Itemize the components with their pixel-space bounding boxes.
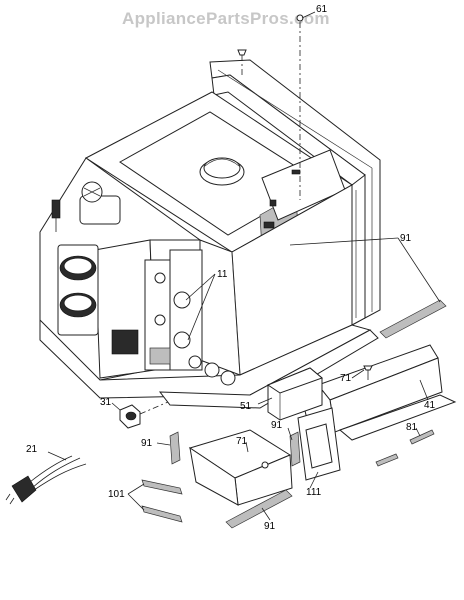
part-101-rails — [141, 479, 183, 523]
callout-labels: 61 91 11 71 51 41 31 91 91 71 81 21 101 … — [26, 4, 436, 532]
part-91-posts — [169, 431, 301, 467]
callout-91-bottom: 91 — [264, 521, 276, 532]
callout-91-mid: 91 — [141, 438, 153, 449]
callout-51: 51 — [240, 401, 252, 412]
callout-91-top: 91 — [400, 233, 412, 244]
center-bracket — [188, 429, 293, 506]
callout-111: 111 — [306, 487, 322, 498]
part-41-cover — [299, 344, 457, 441]
top-screw — [237, 49, 247, 78]
callout-71-right: 71 — [340, 373, 352, 384]
cabinet-frame — [209, 59, 381, 326]
callout-11: 11 — [217, 269, 228, 280]
fan-motor — [51, 181, 121, 232]
callout-81: 81 — [406, 422, 418, 433]
leader-lines — [47, 11, 441, 521]
part-91-rail-bottom — [225, 489, 293, 529]
part-51-box — [266, 367, 323, 421]
transformer — [57, 244, 99, 336]
part-61-screw — [296, 14, 304, 200]
callout-101: 101 — [108, 489, 125, 500]
part-91-rail-right — [379, 299, 447, 339]
callout-61: 61 — [316, 4, 328, 15]
switch-assembly — [111, 249, 203, 371]
part-111-bracket — [297, 407, 341, 481]
callout-21: 21 — [26, 444, 38, 455]
chassis-top — [85, 91, 353, 286]
callout-91-right: 91 — [271, 420, 283, 431]
watermark-text: AppliancePartsPros.com — [122, 9, 330, 28]
part-21-power-cord — [5, 455, 87, 505]
part-31-grommet — [119, 401, 169, 429]
callout-41: 41 — [424, 400, 436, 411]
callout-31: 31 — [100, 397, 112, 408]
callout-71-mid: 71 — [236, 436, 248, 447]
part-81-pin — [375, 429, 435, 467]
